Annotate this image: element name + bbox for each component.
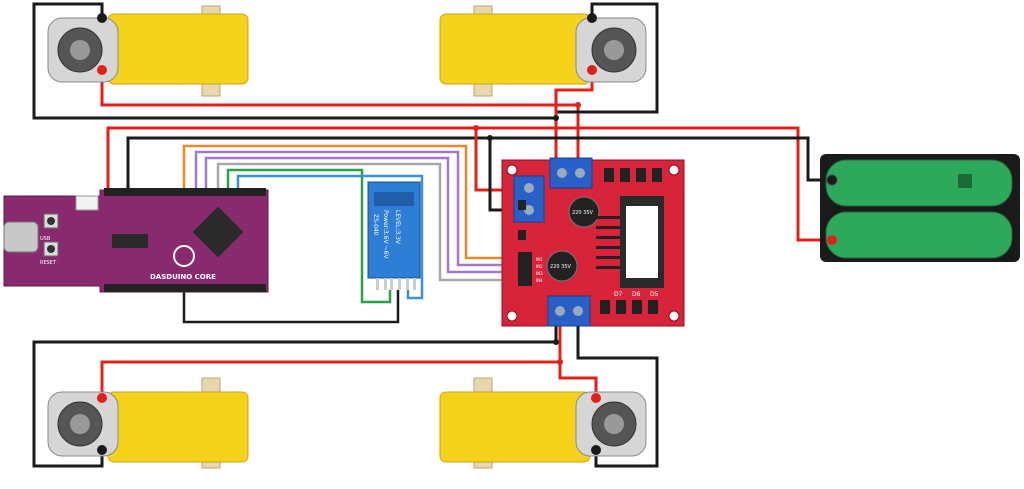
battery-cell-2 bbox=[825, 211, 1013, 259]
battery-terminal-positive bbox=[827, 235, 837, 245]
mcu-top-header bbox=[104, 188, 266, 196]
wire-rr-red bbox=[558, 318, 598, 398]
wire-fl-black bbox=[32, 2, 556, 120]
terminal-motor-b bbox=[547, 295, 591, 327]
wire-rl-black bbox=[32, 318, 558, 468]
input-header bbox=[518, 252, 532, 286]
rl-terminal-black bbox=[97, 445, 107, 455]
junction-dots bbox=[473, 102, 581, 365]
wire-in3-purple bbox=[204, 156, 520, 274]
led-label-d7: D7 bbox=[614, 291, 623, 298]
led-label-d6: D6 bbox=[632, 291, 641, 298]
battery-terminal-negative bbox=[826, 174, 838, 186]
motor-front-right bbox=[439, 5, 647, 97]
wire-battery-negative bbox=[126, 136, 832, 192]
wire-bt-black bbox=[182, 290, 400, 324]
wire-rr-black bbox=[576, 318, 659, 468]
input-label-in3: IN3 bbox=[536, 271, 543, 276]
wire-bt-green bbox=[226, 168, 392, 304]
fr-terminal-black bbox=[587, 13, 597, 23]
mcu-label-core: DASDUINO CORE bbox=[150, 273, 216, 281]
bt-line1: LEVEL:3.3V bbox=[394, 210, 401, 245]
signal-wires bbox=[182, 144, 520, 324]
rr-terminal-red bbox=[591, 393, 601, 403]
mcu-chip bbox=[192, 206, 244, 258]
fr-terminal-red bbox=[587, 65, 597, 75]
bluetooth-module: LEVEL:3.3V Power:3.6V ~6V ZS-040 bbox=[367, 181, 421, 290]
motor-rear-left bbox=[47, 377, 249, 469]
terminal-power bbox=[513, 175, 545, 223]
motor-rear-right bbox=[439, 377, 647, 469]
mcu-label-reset: RESET bbox=[40, 260, 57, 266]
wire-in1-orange bbox=[182, 144, 520, 260]
bt-line2: Power:3.6V ~6V bbox=[382, 210, 389, 259]
wire-in2-purple bbox=[194, 150, 520, 267]
mcu-label-usb: USB bbox=[40, 236, 51, 242]
wire-fl-red bbox=[100, 70, 580, 160]
motor-wires bbox=[32, 2, 659, 468]
capacitor-2 bbox=[546, 250, 578, 282]
cap-label-2: 220 35V bbox=[550, 264, 571, 270]
wire-bt-blue bbox=[236, 174, 424, 300]
motor-front-left bbox=[47, 5, 249, 97]
capacitor-1 bbox=[568, 196, 600, 228]
mcu-board: DASDUINO CORE USB RESET bbox=[3, 188, 269, 293]
board-logo bbox=[173, 245, 195, 267]
led-label-d5: D5 bbox=[650, 291, 659, 298]
wire-battery-positive bbox=[106, 126, 832, 242]
rr-terminal-black bbox=[591, 445, 601, 455]
mcu-bottom-header bbox=[104, 284, 266, 292]
cap-label-1: 220 35V bbox=[572, 210, 593, 216]
wire-in4-gray bbox=[216, 162, 520, 282]
bt-pins bbox=[376, 278, 416, 290]
input-label-in1: IN1 bbox=[536, 257, 543, 262]
input-label-in2: IN2 bbox=[536, 264, 543, 269]
rl-terminal-red bbox=[97, 393, 107, 403]
bt-line3: ZS-040 bbox=[372, 214, 379, 236]
motor-driver: 220 35V 220 35V D7 D6 D5 IN1 IN2 IN3 IN4 bbox=[501, 157, 685, 327]
fl-terminal-red bbox=[97, 65, 107, 75]
fl-terminal-black bbox=[97, 13, 107, 23]
terminal-motor-a bbox=[549, 157, 593, 189]
battery-cell-1 bbox=[825, 159, 1013, 207]
usb-connector bbox=[3, 221, 39, 253]
battery-pack bbox=[820, 154, 1020, 262]
input-label-in4: IN4 bbox=[536, 278, 543, 283]
